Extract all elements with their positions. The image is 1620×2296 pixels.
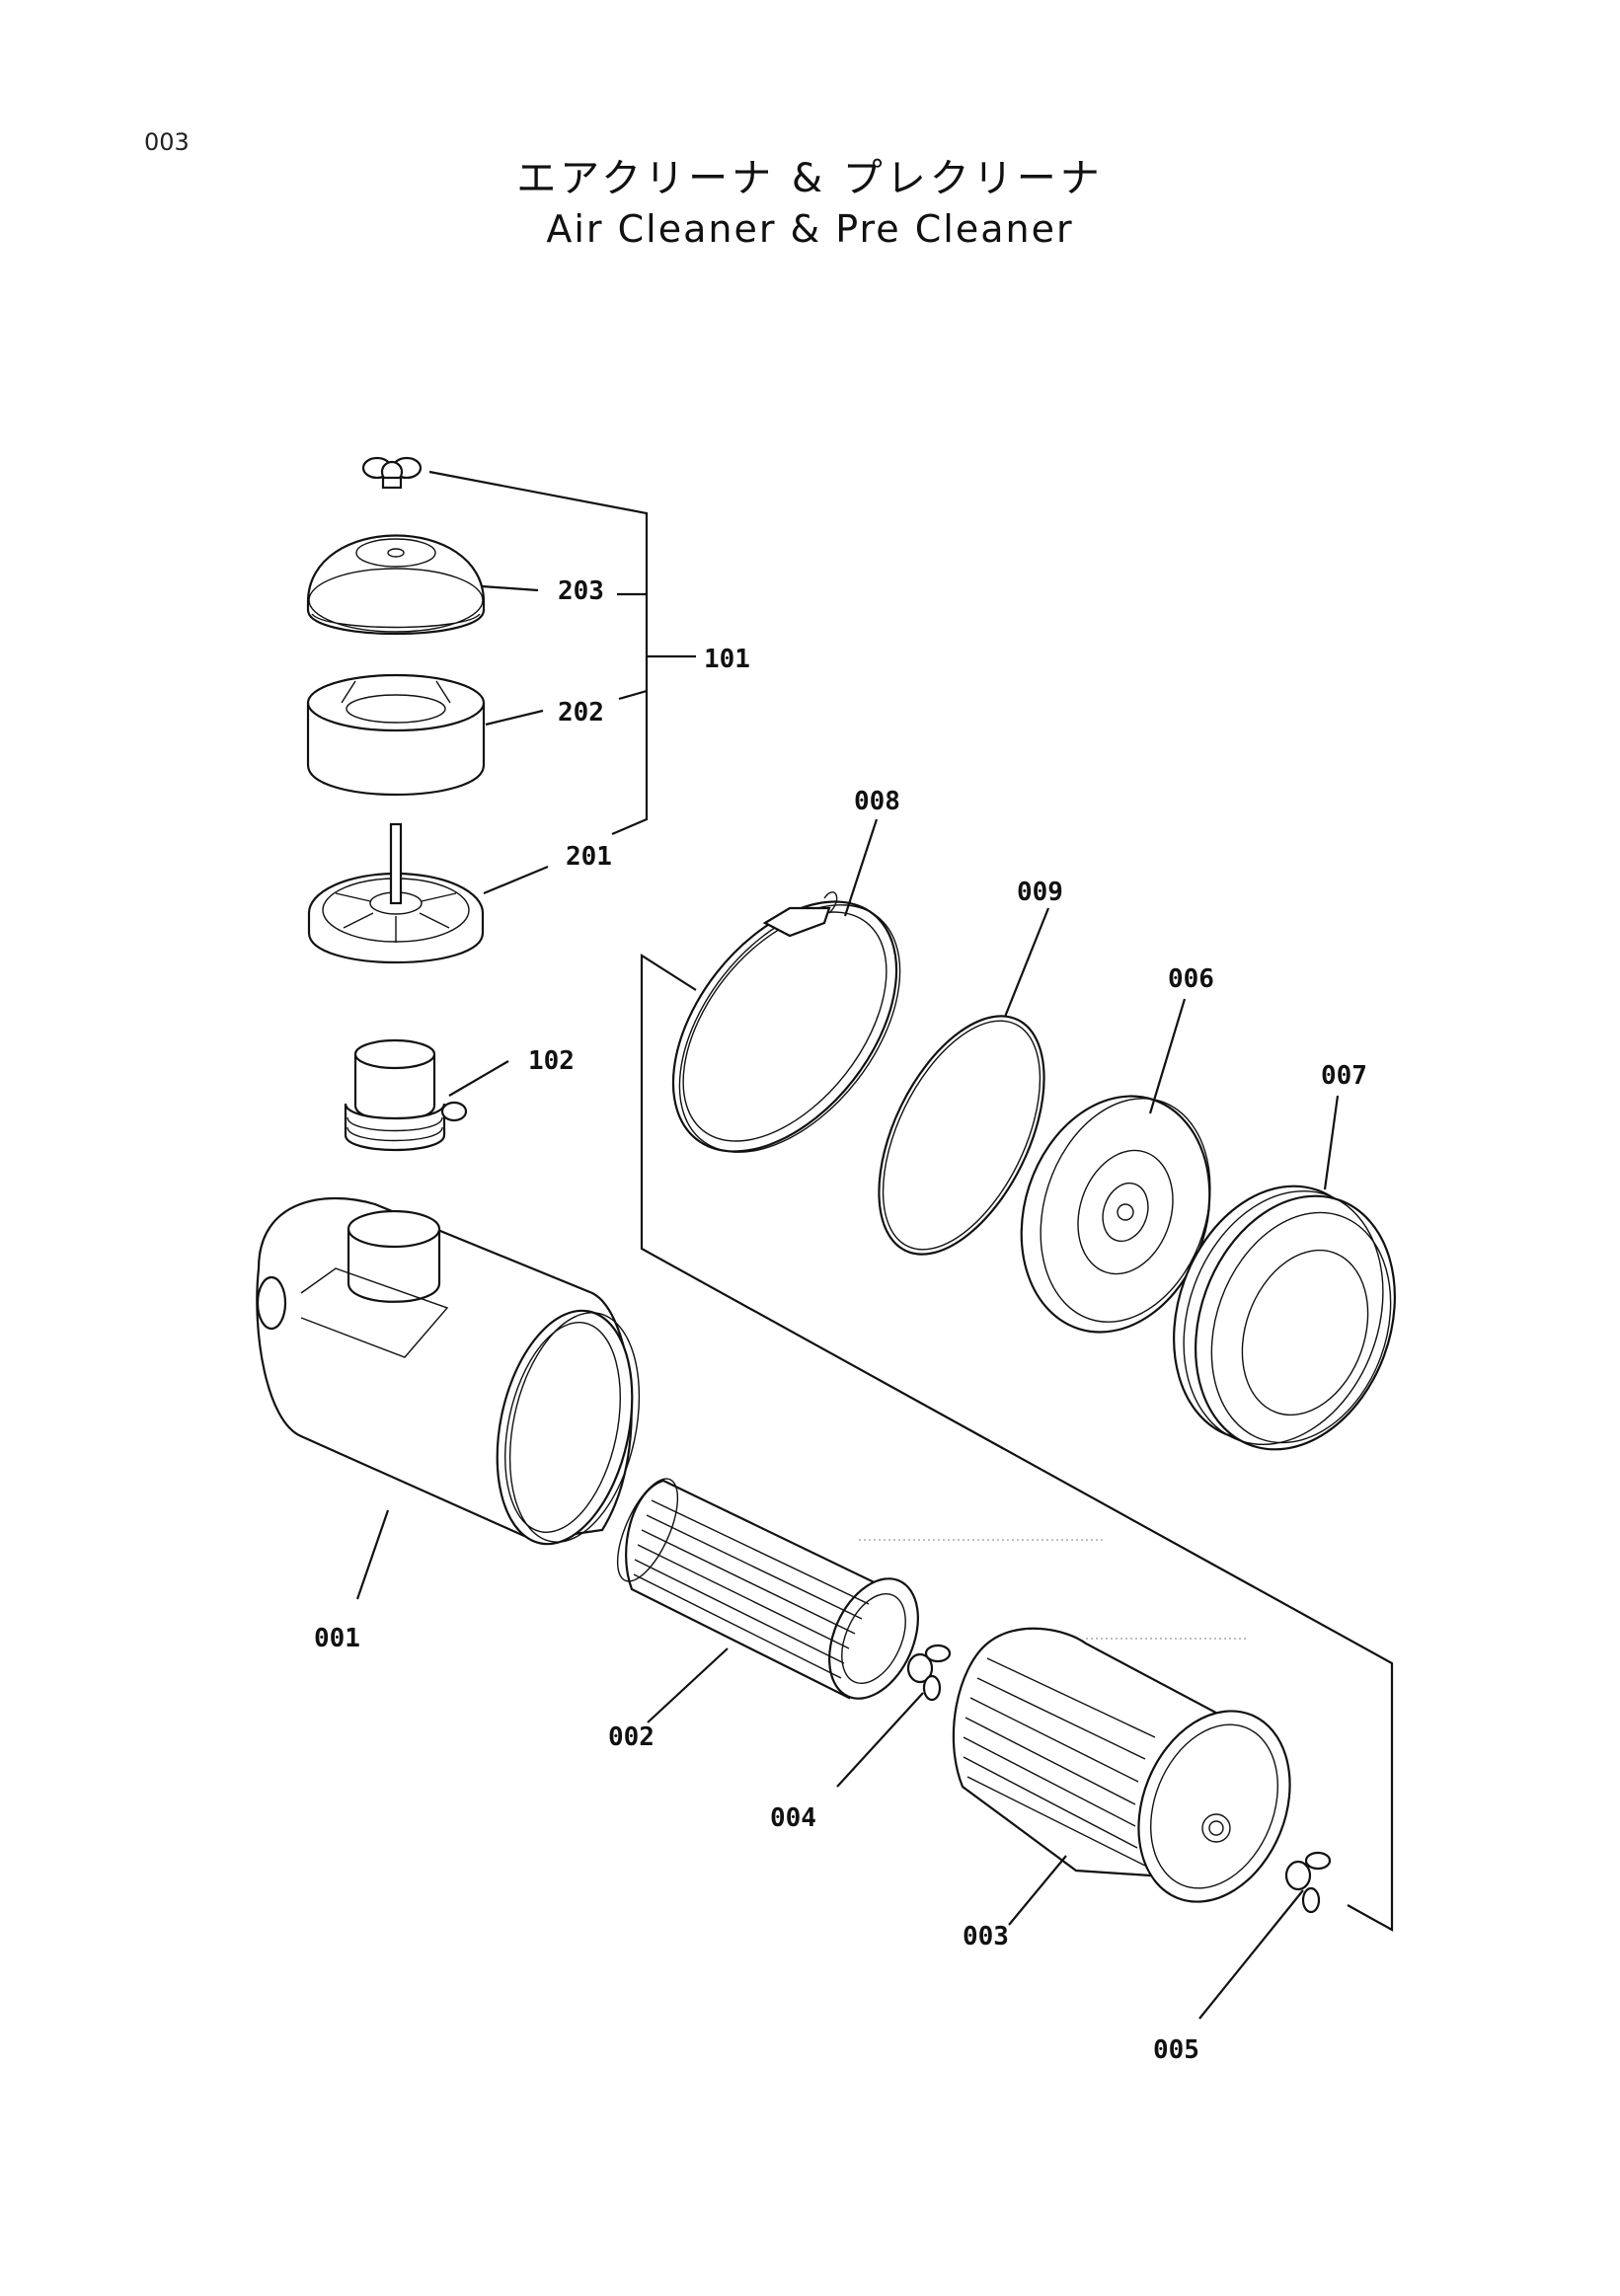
inner-element-pleats [633, 1499, 870, 1679]
callout-labels: 203 202 201 101 102 001 002 003 004 005 … [314, 576, 1367, 2065]
dust-cup-drawing [1173, 1095, 1396, 1451]
callout-001: 001 [314, 1624, 360, 1653]
callout-004: 004 [770, 1803, 816, 1833]
wingnut-inner-icon [836, 1644, 952, 1788]
callout-009: 009 [1017, 878, 1063, 907]
outer-element-pleats [963, 1657, 1156, 1867]
callout-005: 005 [1153, 2035, 1199, 2065]
callout-006: 006 [1168, 964, 1214, 994]
callout-101: 101 [704, 645, 750, 674]
page-number: 003 [144, 128, 190, 156]
clamp-band-drawing [671, 818, 901, 1153]
bowl-drawing [306, 673, 544, 796]
cover-drawing [306, 534, 539, 636]
pre-cleaner-bracket [428, 470, 696, 836]
inner-element-drawing [616, 1478, 1106, 1723]
housing-drawing [256, 1196, 641, 1600]
wingnut-top-icon [361, 456, 423, 490]
callout-002: 002 [608, 1722, 655, 1752]
outer-element-drawing [952, 1627, 1291, 1926]
callout-201: 201 [566, 842, 612, 872]
vane-element-drawing [307, 822, 549, 964]
end-cap-drawing [1020, 998, 1211, 1334]
adapter-drawing [344, 1038, 509, 1152]
callout-203: 203 [558, 576, 604, 606]
callout-008: 008 [854, 787, 900, 816]
callout-007: 007 [1321, 1061, 1367, 1091]
callout-202: 202 [558, 698, 604, 727]
title-english: Air Cleaner & Pre Cleaner [546, 207, 1074, 251]
wingnut-outer-icon [1198, 1851, 1332, 2020]
callout-003: 003 [963, 1922, 1009, 1952]
gasket-ring-drawing [878, 907, 1050, 1256]
element-group-bracket [640, 953, 1394, 1932]
title-japanese: エアクリーナ & プレクリーナ [516, 156, 1104, 201]
callout-102: 102 [528, 1046, 575, 1076]
